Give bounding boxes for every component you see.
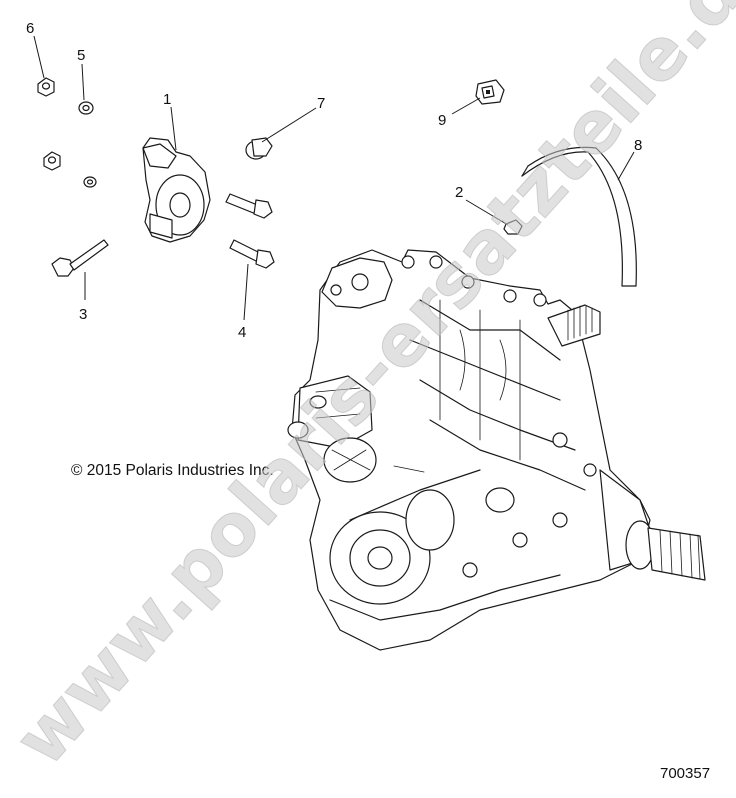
- callout-2: 2: [455, 184, 463, 201]
- part-9-connector: [475, 79, 505, 105]
- callout-3: 3: [79, 306, 87, 323]
- callout-7: 7: [317, 95, 325, 112]
- callout-1: 1: [163, 91, 171, 108]
- callout-9: 9: [438, 112, 446, 129]
- copyright-notice: © 2015 Polaris Industries Inc.: [71, 462, 274, 479]
- part-2-nut: [503, 219, 523, 235]
- part-6-nut: [37, 77, 61, 171]
- part-7-flange-bolt: [225, 137, 273, 219]
- watermark-text: www.polaris-ersatzteile.de: [0, 0, 736, 782]
- callout-4: 4: [238, 324, 246, 341]
- part-8-hose: [521, 146, 637, 287]
- callout-8: 8: [634, 137, 642, 154]
- callout-6: 6: [26, 20, 34, 37]
- part-5-washer: [78, 101, 97, 188]
- gearcase-illustration: [287, 249, 706, 651]
- part-3-bolt: [51, 239, 109, 277]
- part-4-bolt: [229, 239, 275, 269]
- part-1-position-sensor: [142, 137, 211, 243]
- figure-number: 700357: [660, 765, 710, 782]
- leader-lines: [33, 35, 635, 321]
- callout-5: 5: [77, 47, 85, 64]
- callout-labels: 1 2 3 4 5 6 7 8 9: [26, 20, 642, 341]
